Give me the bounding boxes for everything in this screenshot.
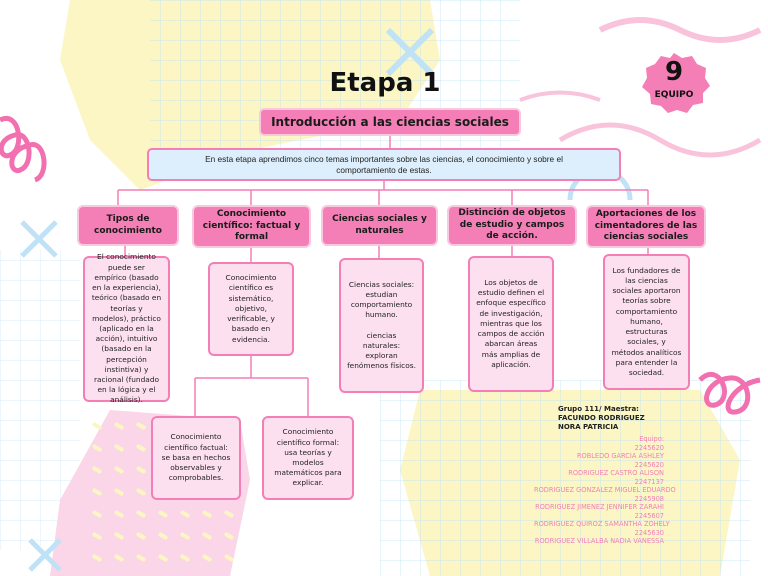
team-badge-label: EQUIPO xyxy=(654,90,694,100)
credit-line: Equipo: xyxy=(639,435,664,443)
branch-heading-tipos: Tipos de conocimiento xyxy=(77,205,179,246)
branch-detail-aportaciones: Los fundadores de las ciencias sociales … xyxy=(603,254,690,390)
branch-heading-cientifico: Conocimiento científico: factual y forma… xyxy=(192,205,311,248)
credits-block: Grupo 111/ Maestra: FACUNDO RODRIGUEZ NO… xyxy=(534,405,676,546)
credit-line: 2245908 xyxy=(634,494,664,503)
credit-line: RODRIGUEZ CASTRO ALISON xyxy=(568,469,664,477)
credit-line: RODRIGUEZ JIMENEZ JENNIFER ZARAHI xyxy=(535,503,664,511)
pink-wave-3 xyxy=(519,90,601,102)
connector-lines xyxy=(117,136,649,416)
credit-line: 2245607 xyxy=(634,511,664,520)
pink-scribble-right xyxy=(698,372,761,415)
branch-heading-ciencias: Ciencias sociales y naturales xyxy=(321,205,438,246)
pink-scribble-left xyxy=(0,115,47,183)
sub-detail-factual: Conocimiento científico factual: se basa… xyxy=(151,416,241,500)
credit-line: 2247137 xyxy=(634,477,664,486)
credits-heading: Grupo 111/ Maestra: FACUNDO RODRIGUEZ NO… xyxy=(558,405,645,431)
branch-detail-ciencias: Ciencias sociales: estudian comportamien… xyxy=(339,258,424,393)
branch-detail-distincion: Los objetos de estudio definen el enfoqu… xyxy=(468,256,554,392)
team-badge-number: 9 xyxy=(664,57,684,87)
main-topic-box: Introducción a las ciencias sociales xyxy=(259,108,521,136)
branch-heading-aportaciones: Aportaciones de los cimentadores de las … xyxy=(586,205,706,248)
grid-pattern-bottom xyxy=(380,380,750,576)
credit-line: RODRIGUEZ QUIROZ SAMANTHA ZOHELY xyxy=(534,520,670,528)
sub-detail-formal: Conocimiento científico formal: usa teor… xyxy=(262,416,354,500)
credit-line: ROBLEDO GARCIA ASHLEY xyxy=(576,452,664,460)
blue-x-left xyxy=(20,220,58,258)
blue-x-bottom xyxy=(28,538,62,572)
team-badge-icon xyxy=(642,53,710,113)
branch-detail-cientifico: Conocimiento científico es sistemático, … xyxy=(208,262,294,356)
credit-line: 2245620 xyxy=(634,460,664,469)
credit-line: 2245630 xyxy=(634,528,664,537)
credit-line: RODRIGUEZ VILLALBA NADIA VANESSA xyxy=(534,537,664,545)
blue-x-top xyxy=(385,27,435,77)
credit-line: RODRIGUEZ GONZALEZ MIGUEL EDUARDO xyxy=(534,486,676,494)
intro-box: En esta etapa aprendimos cinco temas imp… xyxy=(147,148,621,181)
page-title: Etapa 1 xyxy=(329,68,441,98)
pink-wave-1 xyxy=(598,17,762,43)
pink-wave-2 xyxy=(558,122,762,158)
branch-heading-distincion: Distinción de objetos de estudio y campo… xyxy=(447,205,577,246)
branch-detail-tipos: El conocimiento puede ser empírico (basa… xyxy=(83,252,170,404)
credit-line: 2245620 xyxy=(634,443,664,452)
